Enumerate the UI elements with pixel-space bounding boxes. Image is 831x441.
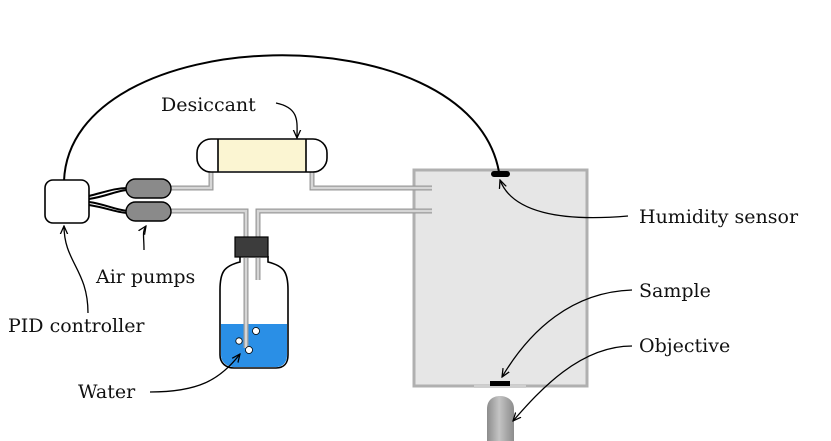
label-humidity-sensor: Humidity sensor [639, 206, 799, 228]
pointer-arrows [64, 102, 633, 421]
label-pid-controller: PID controller [8, 315, 145, 337]
water-bottle [219, 236, 289, 369]
label-air-pumps: Air pumps [95, 266, 195, 288]
sample-slide [474, 381, 526, 388]
pid-controller-box [44, 179, 90, 224]
label-desiccant: Desiccant [161, 94, 256, 116]
label-water: Water [78, 381, 136, 403]
label-sample: Sample [639, 280, 711, 302]
air-pump-upper [125, 178, 172, 199]
air-pump-lower [125, 201, 172, 222]
desiccant-tube [196, 138, 328, 173]
humidity-sensor [491, 171, 510, 177]
humidity-chamber [412, 168, 589, 388]
label-objective: Objective [639, 335, 730, 357]
microscope-objective [487, 396, 514, 441]
tubing [170, 170, 432, 348]
